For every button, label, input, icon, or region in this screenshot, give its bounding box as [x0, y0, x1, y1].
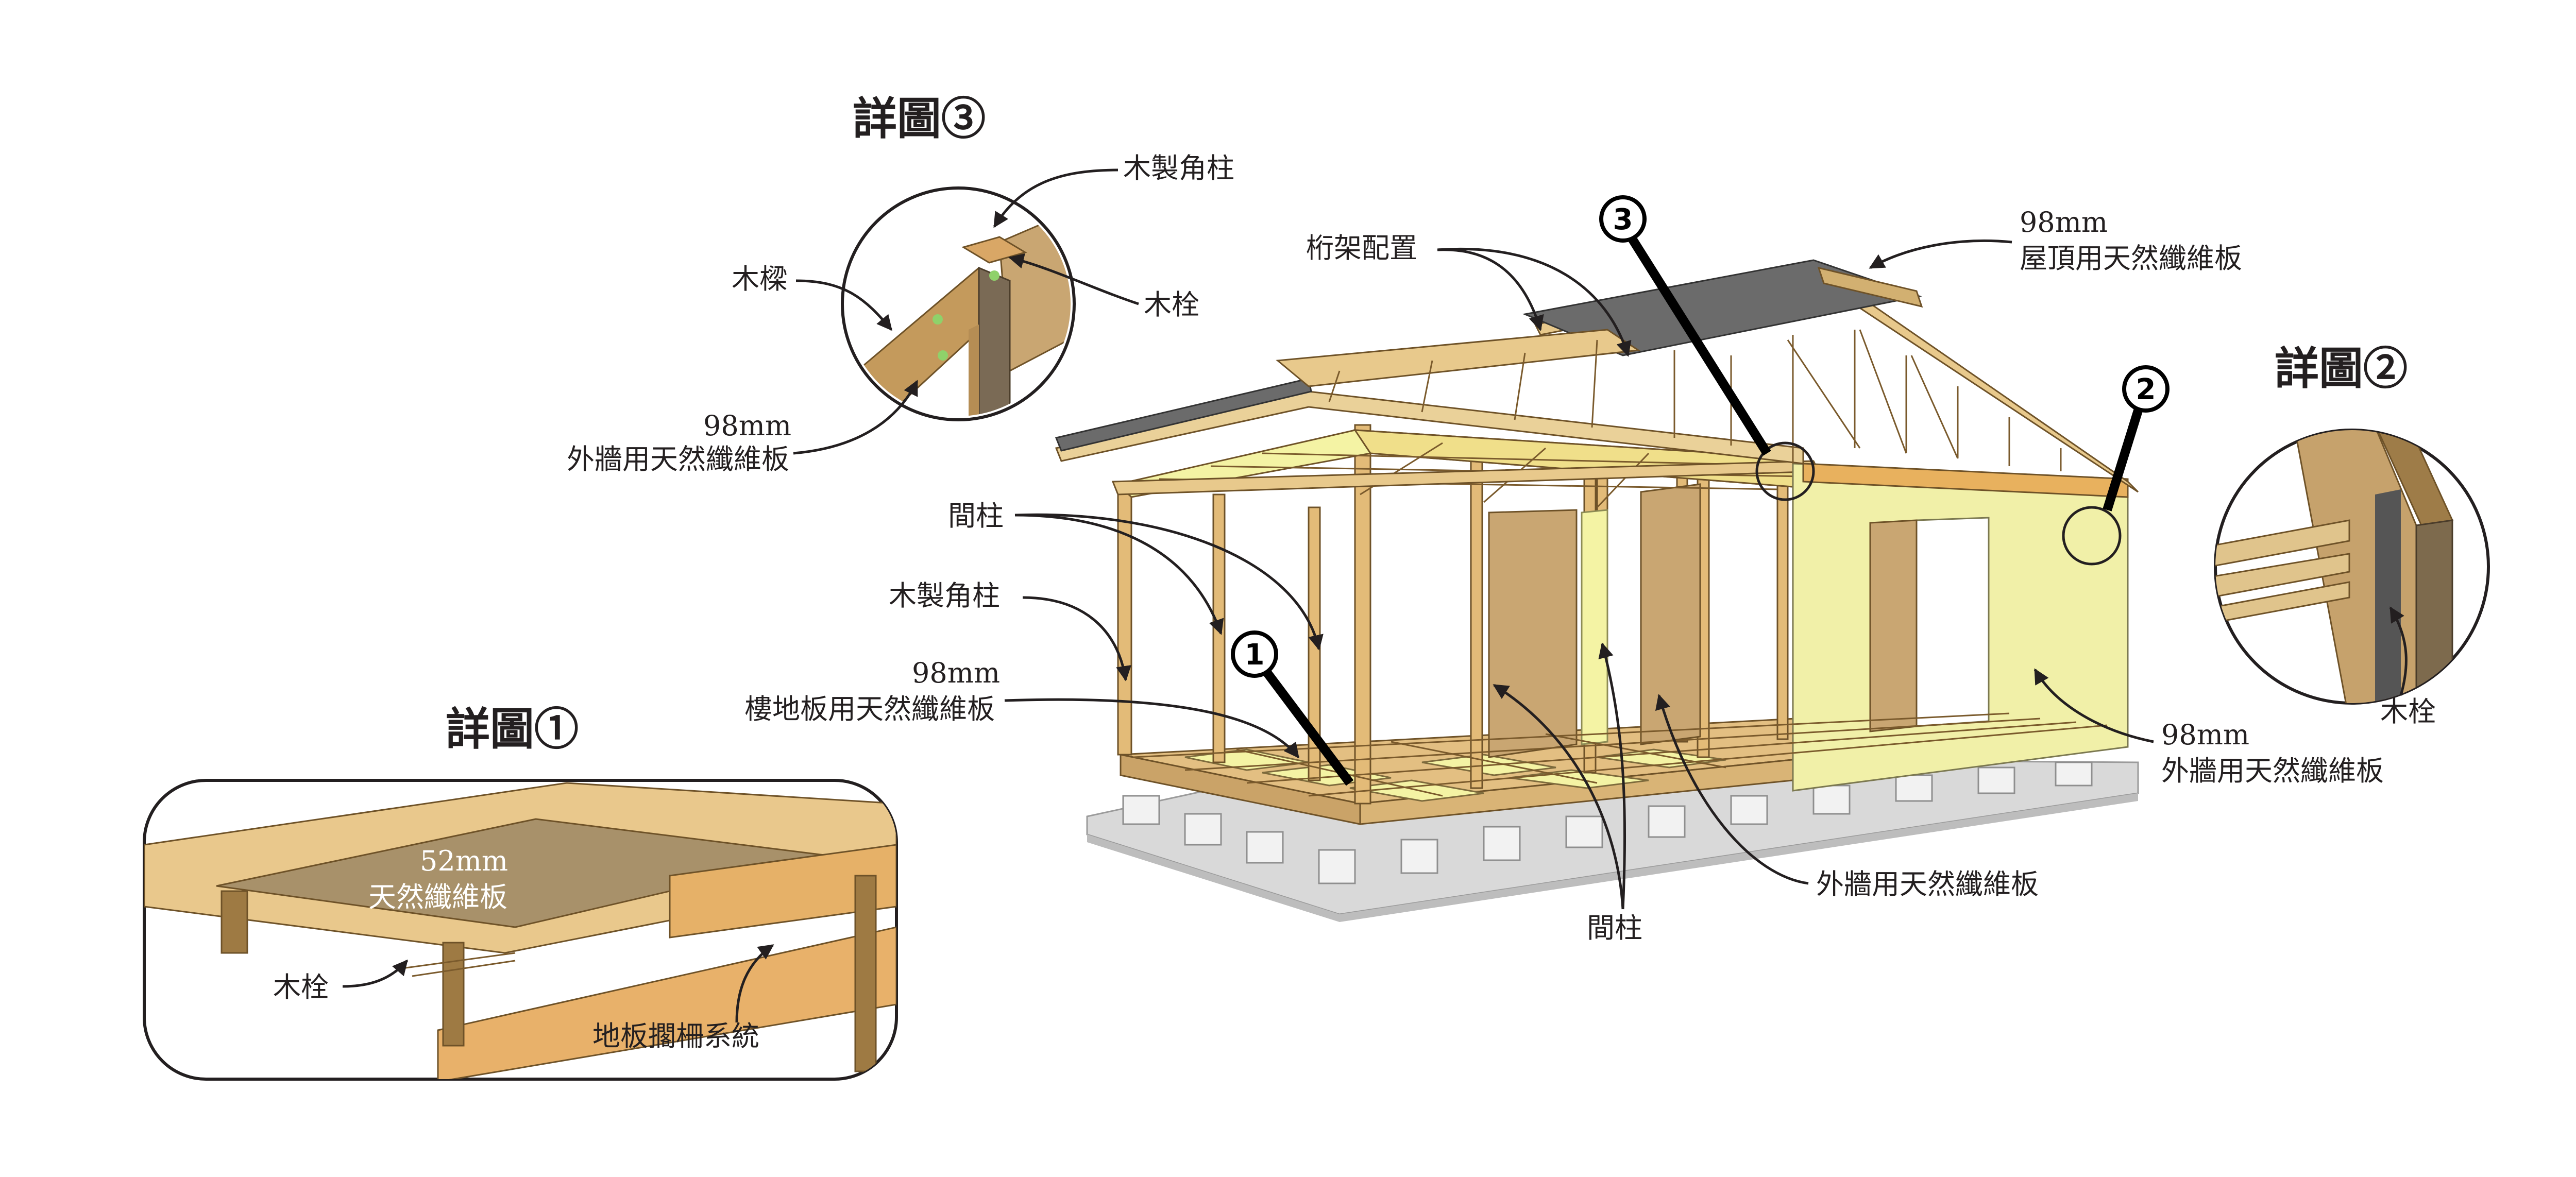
- badge-1: 1: [1231, 630, 1354, 786]
- detail2-callout-circle: [2062, 506, 2122, 566]
- main-labels: 桁架配置 98mm 屋頂用天然纖維板 間柱 木製角柱 98mm 樓地板用天然纖維…: [744, 206, 2384, 944]
- right-wall: [1792, 463, 2129, 792]
- badge-2: 2: [2103, 365, 2170, 511]
- roof-board: 屋頂用天然纖維板: [2020, 242, 2242, 275]
- floor-thickness: 98mm: [912, 657, 1000, 689]
- foundation-blocks: [1122, 761, 2093, 884]
- truss-label: 桁架配置: [1306, 232, 1417, 264]
- ceiling-grid: [1111, 429, 1820, 508]
- svg-text:2: 2: [2136, 373, 2156, 406]
- detail3-beam-label: 木樑: [732, 263, 787, 295]
- detail3-title: 詳圖③: [853, 93, 986, 145]
- detail2: 詳圖② 木栓: [2214, 343, 2490, 728]
- svg-text:1: 1: [1245, 638, 1265, 672]
- detail3-callout-circle: [1755, 441, 1815, 501]
- detail3-dowel-label: 木栓: [1144, 288, 1199, 321]
- detail3-corner-post-label: 木製角柱: [1123, 152, 1234, 184]
- detail3-wall-thickness: 98mm: [703, 410, 791, 442]
- roof-trusses: [1055, 259, 2139, 493]
- exterior-wall-bottom-label: 外牆用天然纖維板: [1816, 868, 2039, 900]
- detail3: 詳圖③ 木製角柱 木樑 木栓 98mm 外牆用天然纖維板: [567, 93, 1234, 475]
- stud-left-label: 間柱: [948, 500, 1004, 532]
- svg-text:3: 3: [1613, 203, 1633, 236]
- detail2-title: 詳圖②: [2275, 343, 2408, 395]
- detail1-board-thickness: 52mm: [420, 845, 508, 877]
- right-wall-thickness: 98mm: [2161, 719, 2249, 751]
- detail1: 詳圖① 52mm 天然纖維板 木栓 地板擱柵系統: [143, 703, 898, 1081]
- detail1-joist-label: 地板擱柵系統: [592, 1020, 759, 1052]
- house-model: [1055, 259, 2139, 922]
- right-wall-board: 外牆用天然纖維板: [2161, 755, 2384, 787]
- corner-post-label: 木製角柱: [889, 579, 1000, 612]
- detail1-dowel-label: 木栓: [273, 971, 329, 1003]
- detail1-title: 詳圖①: [446, 703, 579, 755]
- stud-bottom-label: 間柱: [1587, 912, 1642, 944]
- floor-board: 樓地板用天然纖維板: [744, 693, 995, 725]
- detail3-wall-board: 外牆用天然纖維板: [567, 443, 789, 475]
- detail2-dowel-label: 木栓: [2380, 695, 2436, 728]
- roof-thickness: 98mm: [2020, 206, 2108, 238]
- badge-3: 3: [1599, 195, 1771, 456]
- detail1-board-name: 天然纖維板: [368, 881, 507, 913]
